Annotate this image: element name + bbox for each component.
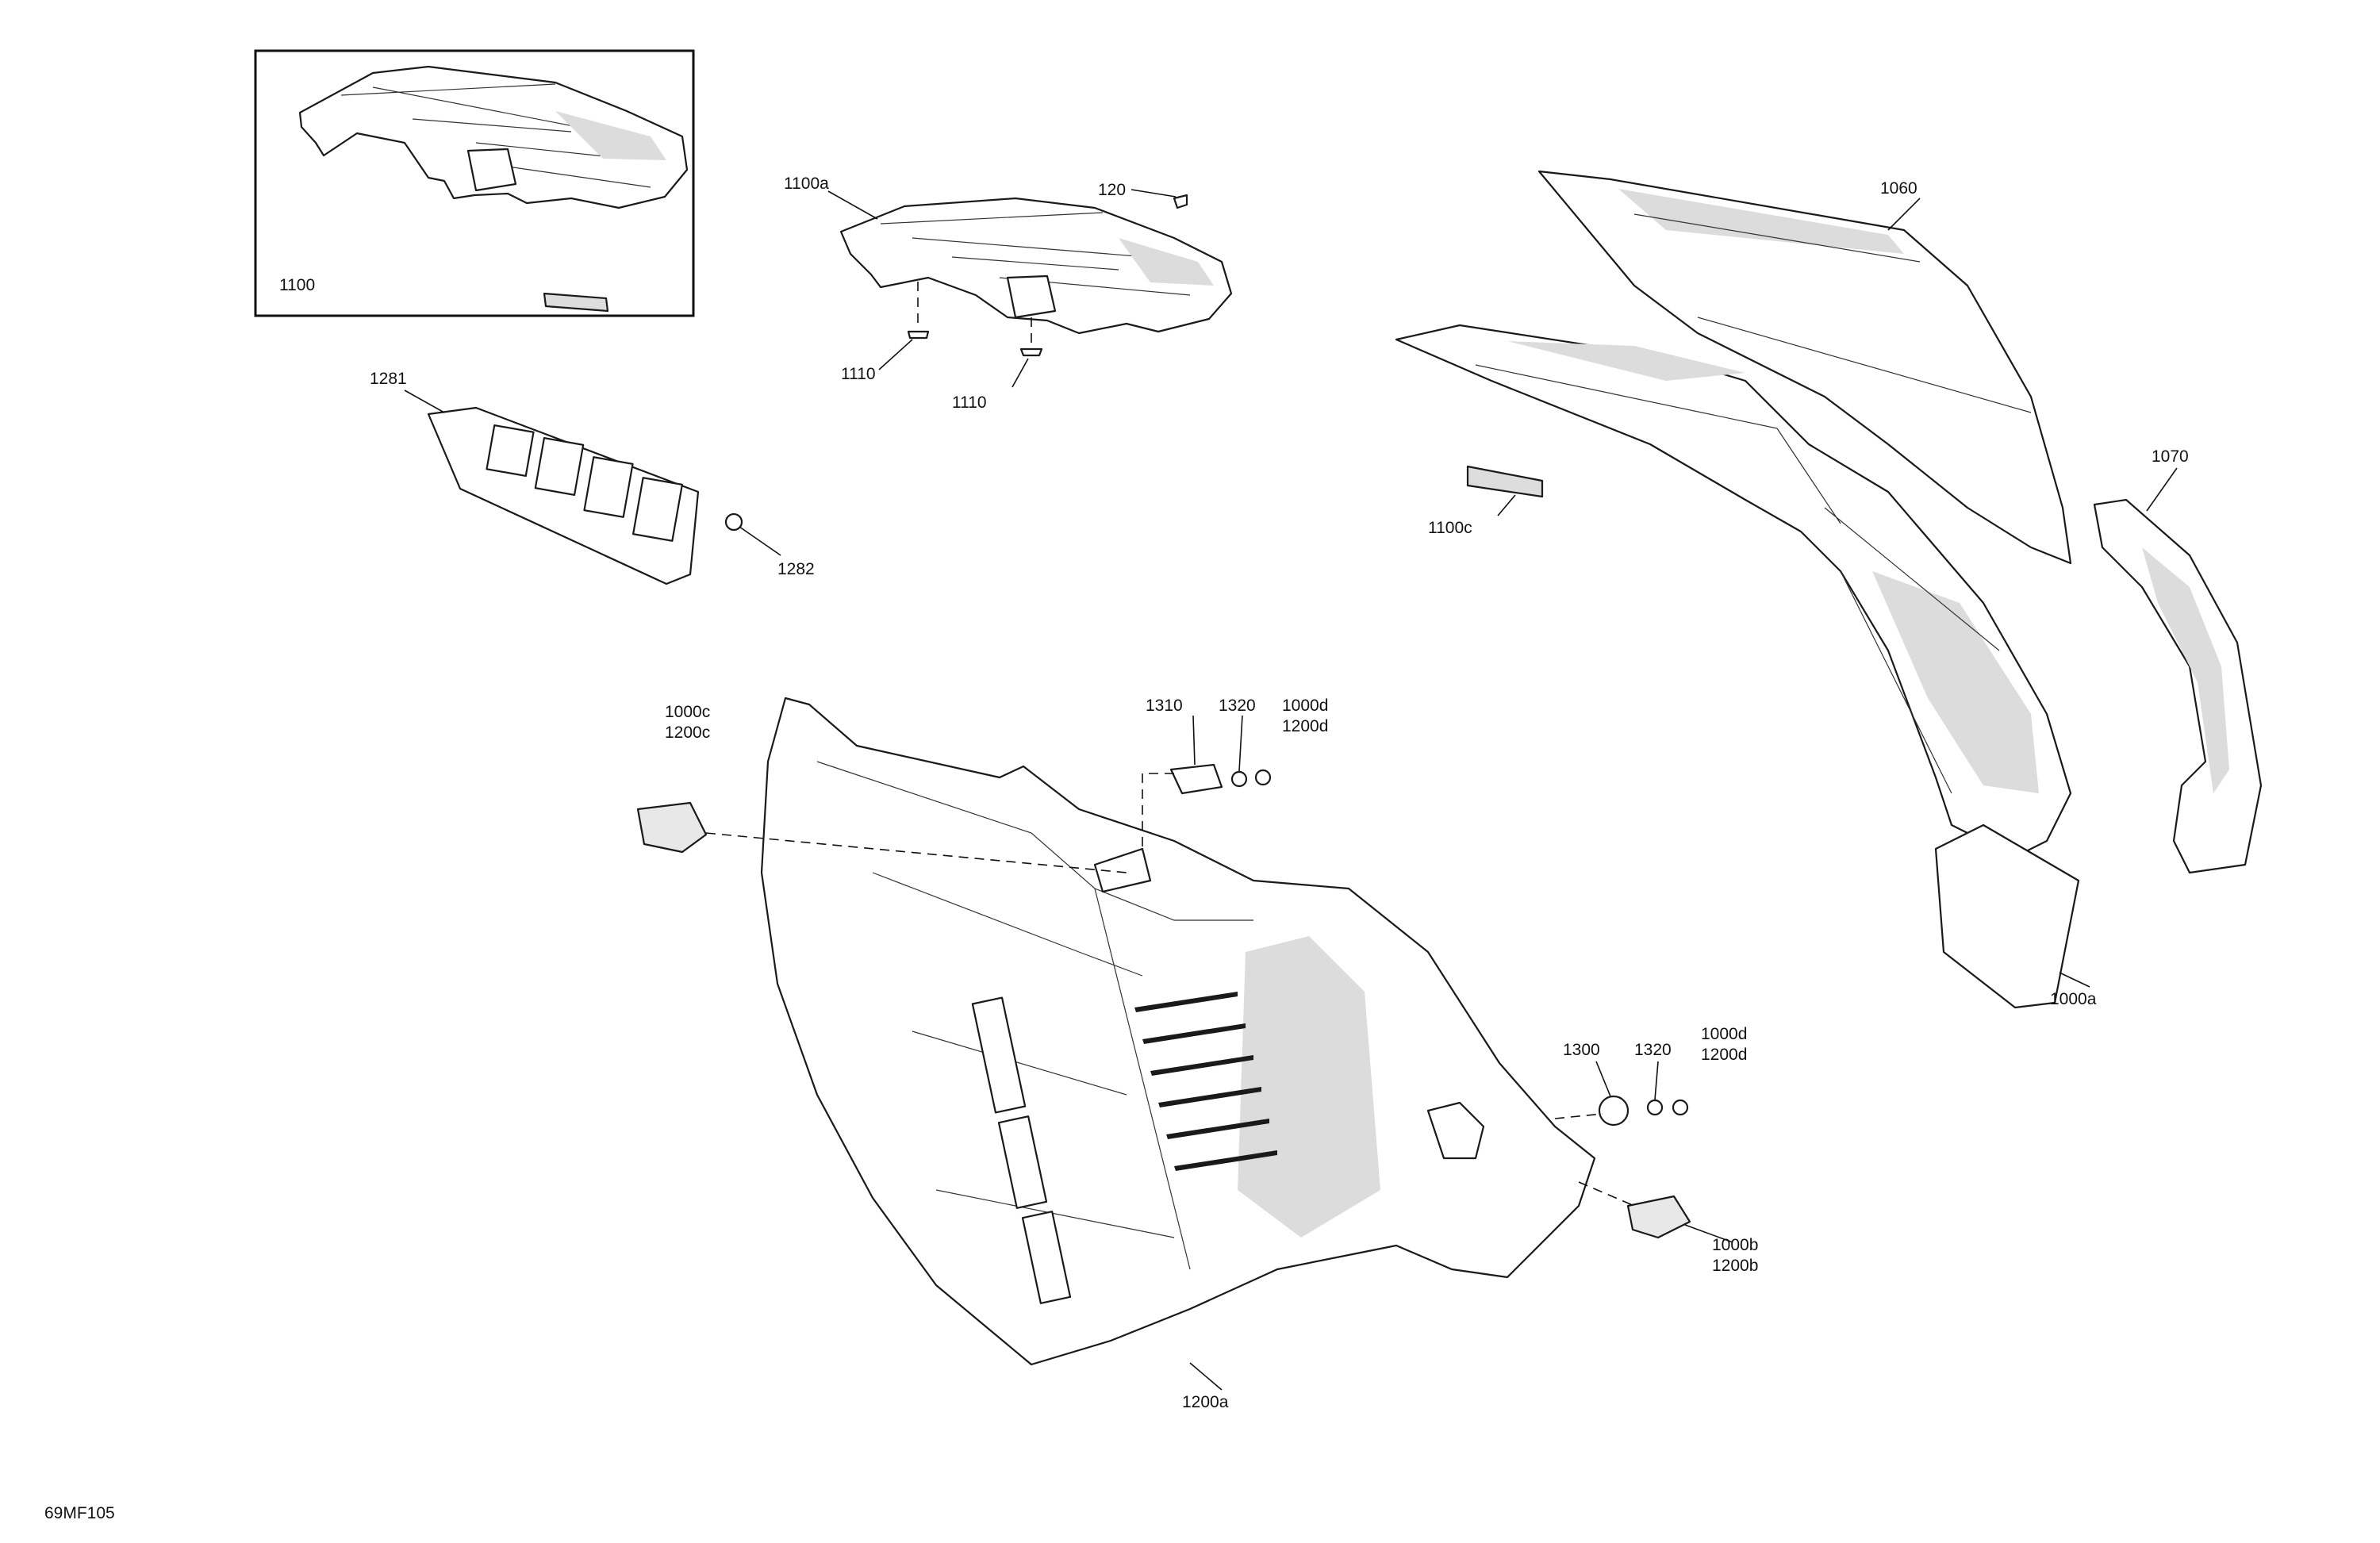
callout-1200d-bot: 1200d: [1701, 1046, 1747, 1064]
part-1281: [427, 406, 743, 585]
callout-1320-bot: 1320: [1634, 1041, 1672, 1059]
callout-1200a: 1200a: [1182, 1393, 1229, 1411]
callout-1320-top: 1320: [1219, 697, 1256, 715]
hardware-1320-top: [1230, 770, 1248, 788]
callout-120: 120: [1098, 181, 1126, 199]
diagram-code: 69MF105: [44, 1504, 115, 1522]
callout-1000d-top: 1000d: [1282, 697, 1328, 715]
hardware-1300: [1598, 1095, 1630, 1127]
part-1060: [1537, 170, 2072, 565]
inset-box-1100: [254, 49, 695, 317]
callout-1200b: 1200b: [1712, 1257, 1758, 1275]
part-1000a: [1395, 324, 2080, 1009]
callout-1110-a: 1110: [841, 365, 876, 383]
hardware-1000d-bot: [1672, 1099, 1689, 1116]
hardware-1000b: [1626, 1195, 1691, 1239]
callout-1110-b: 1110: [952, 393, 987, 412]
part-1070: [2093, 498, 2263, 874]
callout-1000a: 1000a: [2050, 990, 2097, 1008]
callout-1200d-top: 1200d: [1282, 717, 1328, 735]
part-1200a: [760, 697, 1596, 1366]
callout-1100: 1100: [279, 276, 315, 294]
callout-1310: 1310: [1146, 697, 1183, 715]
hardware-1310: [1169, 763, 1223, 795]
callout-1282: 1282: [777, 560, 815, 578]
part-1100a: [839, 194, 1233, 357]
callout-1060: 1060: [1880, 179, 1917, 198]
assembly-lines: [705, 773, 1635, 1207]
callout-1000c: 1000c: [665, 703, 710, 721]
hardware-1320-bot: [1646, 1099, 1664, 1116]
callout-1281: 1281: [370, 370, 407, 388]
callout-1300: 1300: [1563, 1041, 1600, 1059]
callout-1100a: 1100a: [784, 175, 829, 193]
callout-1000d-bot: 1000d: [1701, 1025, 1747, 1043]
leader-lines: [404, 189, 2178, 1391]
callout-1100c: 1100c: [1428, 519, 1472, 537]
hardware-1000c: [636, 801, 708, 854]
hardware-1100c: [1466, 465, 1544, 498]
hardware-1000d-top: [1254, 769, 1272, 786]
callout-1070: 1070: [2152, 447, 2189, 466]
callout-1200c: 1200c: [665, 724, 710, 742]
callout-1000b: 1000b: [1712, 1236, 1758, 1254]
